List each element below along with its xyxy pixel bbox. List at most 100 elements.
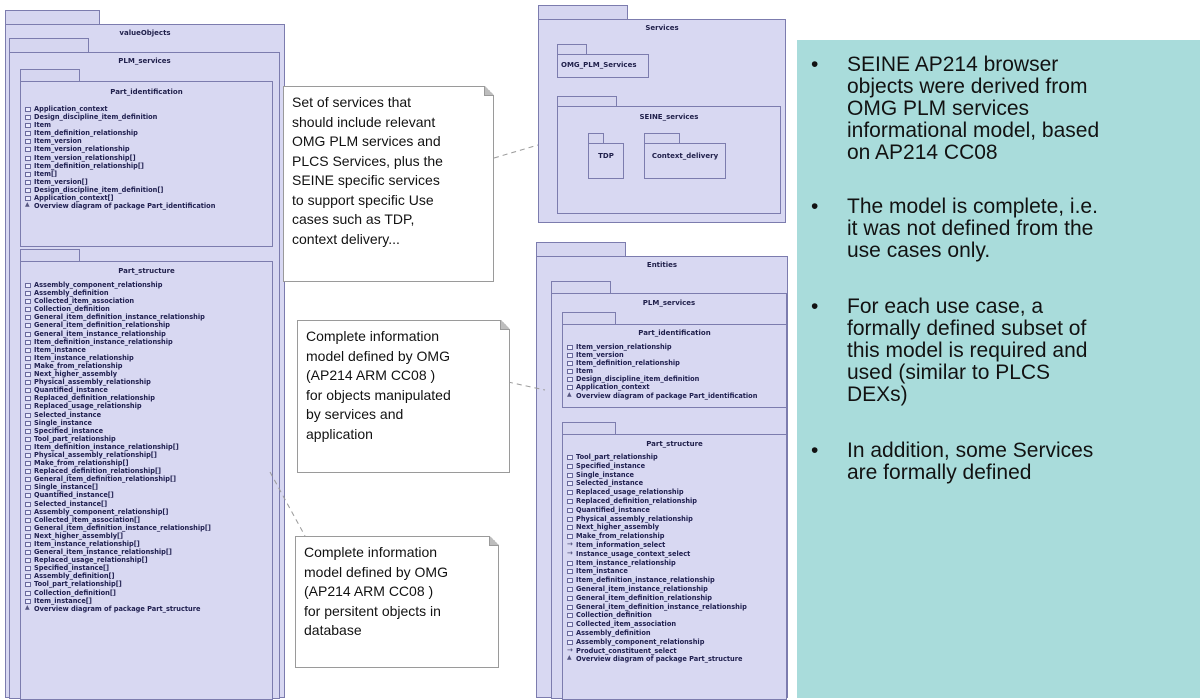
- class-item[interactable]: Collection_definition[]: [24, 589, 211, 597]
- class-item[interactable]: Next_higher_assembly: [24, 370, 211, 378]
- class-item[interactable]: General_item_instance_relationship: [566, 585, 747, 594]
- class-item[interactable]: Assembly_component_relationship: [24, 281, 211, 289]
- class-item[interactable]: Replaced_definition_relationship[]: [24, 467, 211, 475]
- class-item[interactable]: Item_version_relationship[]: [24, 154, 215, 162]
- class-item[interactable]: Design_discipline_item_definition[]: [24, 186, 215, 194]
- bullet-line: informational model, based: [847, 119, 1100, 142]
- class-item[interactable]: Make_from_relationship[]: [24, 459, 211, 467]
- class-item[interactable]: General_item_instance_relationship[]: [24, 548, 211, 556]
- class-item[interactable]: General_item_definition_relationship: [566, 594, 747, 603]
- bullet-line: In addition, some Services: [847, 439, 1094, 462]
- class-item[interactable]: Replaced_usage_relationship: [24, 402, 211, 410]
- overview-diagram-link[interactable]: Overview diagram of package Part_structu…: [566, 654, 747, 664]
- class-item[interactable]: Item_instance_relationship: [566, 559, 747, 568]
- note-line: context delivery...: [292, 230, 400, 247]
- class-item[interactable]: Item_version: [24, 137, 215, 145]
- class-item[interactable]: Design_discipline_item_definition: [566, 375, 757, 383]
- class-item[interactable]: Replaced_usage_relationship[]: [24, 556, 211, 564]
- class-item[interactable]: Collection_definition: [24, 305, 211, 313]
- overview-diagram-link[interactable]: Overview diagram of package Part_identif…: [566, 391, 757, 400]
- class-item[interactable]: Quantified_instance: [566, 506, 747, 515]
- class-item[interactable]: General_item_definition_relationship: [24, 321, 211, 329]
- class-item[interactable]: Physical_assembly_relationship: [566, 515, 747, 524]
- class-item[interactable]: Item: [566, 367, 757, 375]
- class-item[interactable]: Item_instance_relationship[]: [24, 540, 211, 548]
- note-line: Complete information: [304, 544, 438, 560]
- class-item[interactable]: Item_version[]: [24, 178, 215, 186]
- class-item[interactable]: Collected_item_association[]: [24, 516, 211, 524]
- class-item[interactable]: Item_definition_relationship[]: [24, 162, 215, 170]
- class-item[interactable]: Replaced_definition_relationship: [566, 497, 747, 506]
- class-item[interactable]: Physical_assembly_relationship[]: [24, 451, 211, 459]
- class-item[interactable]: Item_instance: [24, 346, 211, 354]
- class-item[interactable]: Item_version_relationship: [566, 343, 757, 351]
- class-item[interactable]: Item_definition_relationship: [566, 359, 757, 367]
- class-item[interactable]: Tool_part_relationship: [566, 453, 747, 462]
- class-item[interactable]: Collection_definition: [566, 611, 747, 620]
- class-item[interactable]: Item_definition_instance_relationship: [566, 576, 747, 585]
- overview-diagram-link[interactable]: Overview diagram of package Part_identif…: [24, 201, 215, 210]
- class-item[interactable]: Next_higher_assembly: [566, 523, 747, 532]
- bullet-line: formally defined subset of: [847, 317, 1087, 340]
- class-item[interactable]: Assembly_component_relationship[]: [24, 508, 211, 516]
- class-item[interactable]: Item_version_relationship: [24, 145, 215, 153]
- class-item[interactable]: Item_instance: [566, 567, 747, 576]
- entities-part-identification-package: Part_identification Item_version_relatio…: [562, 324, 787, 408]
- class-item[interactable]: Make_from_relationship: [566, 532, 747, 541]
- class-item[interactable]: Single_instance: [566, 471, 747, 480]
- class-item[interactable]: General_item_definition_relationship[]: [24, 475, 211, 483]
- bullet-line: this model is required and: [847, 339, 1088, 362]
- note-line: for objects manipulated: [306, 386, 451, 403]
- class-item[interactable]: Make_from_relationship: [24, 362, 211, 370]
- summary-bullet: •The model is complete, i.e.it was not d…: [811, 196, 1184, 262]
- part-identification-title: Part_identification: [110, 88, 183, 96]
- class-item[interactable]: Assembly_component_relationship: [566, 638, 747, 647]
- class-item[interactable]: Item_definition_relationship: [24, 129, 215, 137]
- class-item[interactable]: Application_context: [24, 105, 215, 113]
- note-line: for persitent objects in: [304, 602, 441, 619]
- class-item[interactable]: Item_definition_instance_relationship[]: [24, 443, 211, 451]
- note-line: model defined by OMG: [304, 563, 448, 580]
- class-item[interactable]: Single_instance: [24, 419, 211, 427]
- class-item[interactable]: Selected_instance[]: [24, 500, 211, 508]
- overview-diagram-link[interactable]: Overview diagram of package Part_structu…: [24, 604, 211, 613]
- class-item[interactable]: Specified_instance: [24, 427, 211, 435]
- class-item[interactable]: Assembly_definition[]: [24, 572, 211, 580]
- class-item[interactable]: Selected_instance: [24, 411, 211, 419]
- class-item[interactable]: Item_version: [566, 351, 757, 359]
- class-item[interactable]: Collected_item_association: [24, 297, 211, 305]
- class-item[interactable]: Next_higher_assembly[]: [24, 532, 211, 540]
- class-item[interactable]: General_item_definition_instance_relatio…: [24, 313, 211, 321]
- class-item[interactable]: Item[]: [24, 170, 215, 178]
- class-item[interactable]: Specified_instance: [566, 462, 747, 471]
- class-item[interactable]: Single_instance[]: [24, 483, 211, 491]
- class-item[interactable]: Instance_usage_context_select: [566, 549, 747, 559]
- class-item[interactable]: Quantified_instance[]: [24, 491, 211, 499]
- class-item[interactable]: General_item_definition_instance_relatio…: [566, 603, 747, 612]
- class-item[interactable]: Tool_part_relationship: [24, 435, 211, 443]
- class-item[interactable]: Replaced_usage_relationship: [566, 488, 747, 497]
- class-item[interactable]: Item_instance_relationship: [24, 354, 211, 362]
- class-item[interactable]: Physical_assembly_relationship: [24, 378, 211, 386]
- class-item[interactable]: Product_constituent_select: [566, 646, 747, 656]
- class-item[interactable]: Item_definition_instance_relationship: [24, 338, 211, 346]
- class-item[interactable]: Item: [24, 121, 215, 129]
- class-item[interactable]: Quantified_instance: [24, 386, 211, 394]
- bullet-line: DEXs): [847, 383, 908, 406]
- class-item[interactable]: Assembly_definition: [24, 289, 211, 297]
- entities-title: Entities: [646, 261, 678, 269]
- class-item[interactable]: General_item_definition_instance_relatio…: [24, 524, 211, 532]
- class-item[interactable]: Design_discipline_item_definition: [24, 113, 215, 121]
- class-item[interactable]: Tool_part_relationship[]: [24, 580, 211, 588]
- class-item[interactable]: Specified_instance[]: [24, 564, 211, 572]
- class-item[interactable]: Item_information_select: [566, 540, 747, 550]
- class-item[interactable]: Assembly_definition: [566, 629, 747, 638]
- class-item[interactable]: Selected_instance: [566, 479, 747, 488]
- class-item[interactable]: General_item_instance_relationship: [24, 330, 211, 338]
- class-item[interactable]: Collected_item_association: [566, 620, 747, 629]
- class-item[interactable]: Replaced_definition_relationship: [24, 394, 211, 402]
